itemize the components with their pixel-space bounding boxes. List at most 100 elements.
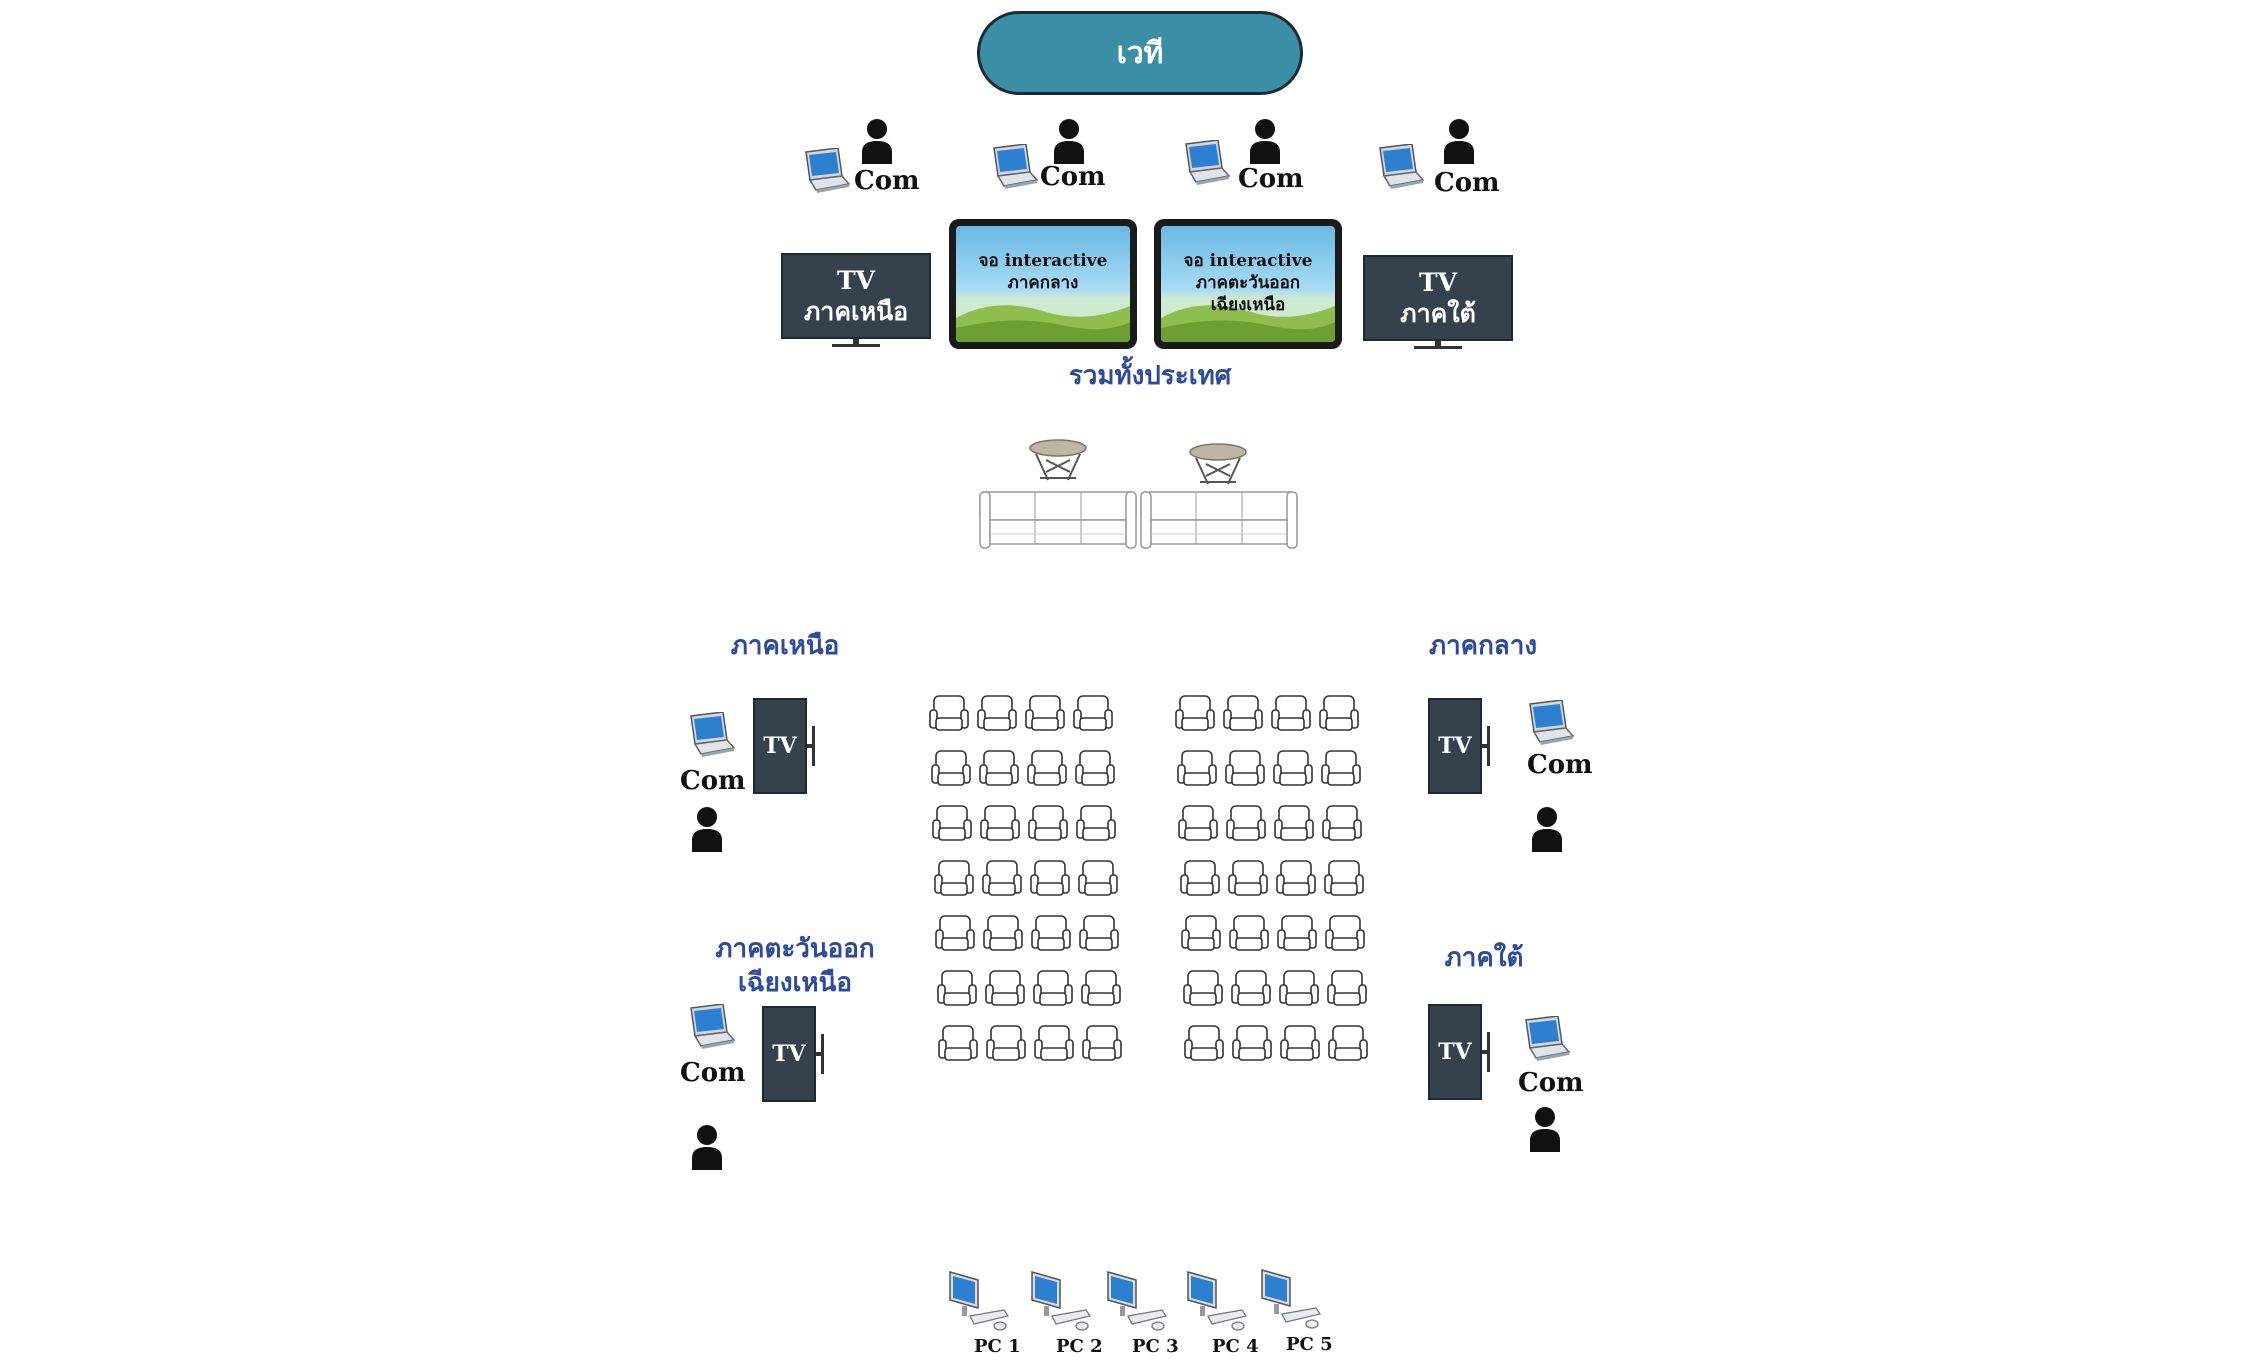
screen-line2: ภาคตะวันออก [1195,273,1301,294]
tv-line1: TV [1418,267,1457,297]
stage: เวที [977,11,1303,95]
com-label: Com [680,766,746,796]
coffee-table-icon [1188,442,1248,486]
chair-icon [937,1024,979,1064]
stage-label: เวที [1116,35,1164,71]
person-icon [1248,118,1282,164]
chair-icon [979,804,1021,844]
com-label: Com [1527,750,1593,780]
chair-icon [1275,859,1317,899]
chair-icon [1080,969,1122,1009]
desktop-pc-icon [1182,1270,1248,1334]
chair-icon [931,804,973,844]
tv-screen: TV ภาคเหนือ [781,253,931,339]
laptop-icon [1180,140,1230,186]
tv-north-top: TV ภาคเหนือ [781,253,931,348]
com-label: Com [1040,162,1106,192]
pc-station: PC 3 [1102,1270,1182,1357]
laptop-icon [1524,700,1574,746]
tv-screen: TV [1428,1004,1482,1100]
chair-icon [1278,969,1320,1009]
pc-label: PC 4 [1212,1336,1259,1357]
chair-icon [1029,859,1071,899]
pc-station: PC 5 [1256,1268,1336,1355]
tv-screen: TV [753,698,807,794]
sofa-icon [978,486,1138,552]
region-label-south: ภาคใต้ [1444,943,1524,973]
screen-line2: ภาคกลาง [1007,273,1079,294]
desktop-pc-icon [1102,1270,1168,1334]
chair-icon [933,859,975,899]
chair-icon [976,694,1018,734]
region-label-northeast: ภาคตะวันออก เฉียงเหนือ [690,933,900,1001]
chair-icon [1179,859,1221,899]
pc-label: PC 1 [974,1336,1021,1357]
chair-icon [1074,749,1116,789]
sofa-icon [1139,486,1299,552]
audience-seating [928,694,1368,1080]
laptop-icon [988,144,1038,190]
chair-icon [1276,914,1318,954]
tv-screen: TV [1428,698,1482,794]
desktop-pc-icon [1256,1268,1322,1332]
screen-line3: เฉียงเหนือ [1210,295,1286,316]
chair-icon [1072,694,1114,734]
tv-south-top: TV ภาคใต้ [1363,255,1513,350]
pc-station: PC 4 [1182,1270,1262,1357]
top-com-station-4: Com [1374,118,1500,200]
chair-icon [1026,749,1068,789]
tv-stand-icon [832,339,880,347]
chair-icon [928,694,970,734]
region-label-northeast-line2: เฉียงเหนือ [738,967,852,998]
landscape-hills [1161,305,1335,342]
chair-icon [1222,694,1264,734]
chair-icon [1318,694,1360,734]
person-icon [860,118,894,164]
tv-central-side: TV [1428,698,1492,794]
chair-icon [1323,859,1365,899]
laptop-icon [800,148,850,194]
laptop-icon [685,1004,735,1050]
tv-mount-icon [807,726,815,766]
chair-icon [1075,804,1117,844]
chair-icon [984,969,1026,1009]
region-label-northeast-line1: ภาคตะวันออก [715,934,875,964]
tv-stand-icon [1414,341,1462,349]
tv-line1: TV [836,265,875,295]
chair-icon [1077,859,1119,899]
chair-icon [1180,914,1222,954]
chair-icon [1227,859,1269,899]
tv-mount-icon [1482,726,1490,766]
chair-icon [1183,1024,1225,1064]
chair-icon [1032,969,1074,1009]
chair-icon [1182,969,1224,1009]
tv-mount-icon [1482,1032,1490,1072]
chair-icon [1174,694,1216,734]
chair-icon [1273,804,1315,844]
top-com-station-3: Com [1180,118,1304,200]
laptop-icon [1374,144,1424,190]
chair-icon [1270,694,1312,734]
chair-icon [1078,914,1120,954]
pc-label: PC 3 [1132,1336,1179,1357]
tv-screen: TV [762,1006,816,1102]
screen-line1: จอ interactive [1183,251,1313,271]
chair-icon [978,749,1020,789]
pc-station: PC 1 [944,1270,1024,1357]
person-icon [690,1124,724,1170]
pc-station: PC 2 [1026,1270,1106,1357]
tv-line2: ภาคเหนือ [803,297,909,326]
person-icon [1528,1106,1562,1152]
chair-icon [1231,1024,1273,1064]
tv-north-side: TV [753,698,817,794]
tv-south-side: TV [1428,1004,1492,1100]
chair-icon [1081,1024,1123,1064]
pc-label: PC 2 [1056,1336,1103,1357]
pc-label: PC 5 [1286,1334,1333,1355]
screen-line1: จอ interactive [978,251,1108,271]
landscape-hills [956,305,1130,342]
chair-icon [934,914,976,954]
tv-line2: ภาคใต้ [1400,299,1476,328]
region-label-central: ภาคกลาง [1428,631,1538,661]
chair-icon [985,1024,1027,1064]
